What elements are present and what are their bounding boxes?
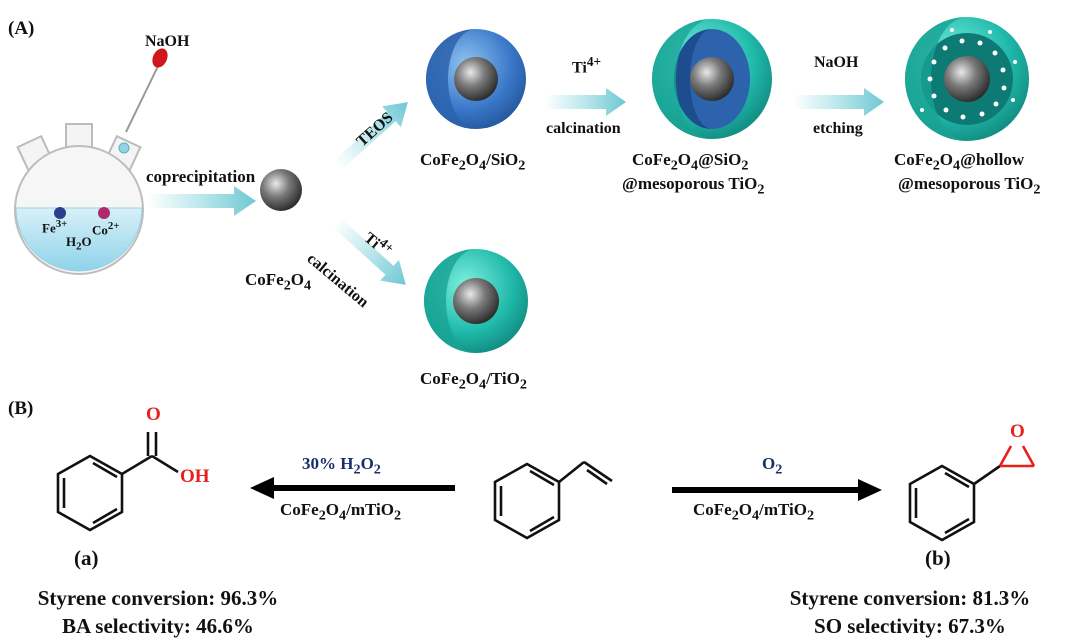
styrene-oxide-structure <box>908 445 1036 542</box>
arrow-step2 <box>545 88 626 116</box>
coprecipitation-label: coprecipitation <box>146 167 256 186</box>
meso-product-formula-line2: @mesoporous TiO2 <box>622 174 765 198</box>
core-particle <box>260 169 302 211</box>
epoxide-o-label: O <box>1010 421 1025 442</box>
fe-ion-label: Fe3+ <box>42 218 68 236</box>
right-oxidant-label: O2 <box>762 454 783 478</box>
hollow-product-formula: CoFe2O4@hollow <box>894 150 1025 174</box>
product-a-selectivity: BA selectivity: 46.6% <box>62 614 254 638</box>
sio2-particle <box>426 29 526 129</box>
product-b-tag: (b) <box>925 546 951 570</box>
hydroxyl-label: OH <box>180 466 210 487</box>
hollow-particle <box>905 17 1029 141</box>
arrow-coprecipitation <box>148 186 256 216</box>
hollow-product-formula-line2: @mesoporous TiO2 <box>898 174 1041 198</box>
step2-calcination-label: calcination <box>546 120 621 137</box>
meso-tio2-particle <box>652 19 772 139</box>
panel-a-label: (A) <box>8 18 35 39</box>
dropper-icon <box>125 48 168 133</box>
right-catalyst-label: CoFe2O4/mTiO2 <box>693 500 815 524</box>
arrow-to-benzoic-acid <box>250 477 455 499</box>
sio2-product-formula: CoFe2O4/SiO2 <box>420 150 526 174</box>
product-b-selectivity: SO selectivity: 67.3% <box>814 614 1006 638</box>
styrene-structure <box>493 460 613 540</box>
left-catalyst-label: CoFe2O4/mTiO2 <box>280 500 402 524</box>
tio2-product-formula: CoFe2O4/TiO2 <box>420 369 527 393</box>
flask-reagent-label: NaOH <box>145 33 190 50</box>
product-b-conversion: Styrene conversion: 81.3% <box>789 586 1031 610</box>
tio2-particle <box>424 249 528 353</box>
reaction-flask <box>14 123 144 275</box>
panel-b-label: (B) <box>8 398 34 419</box>
core-formula: CoFe2O4 <box>245 270 312 294</box>
arrow-to-styrene-oxide <box>672 479 882 501</box>
product-a-conversion: Styrene conversion: 96.3% <box>37 586 279 610</box>
arrow-step3 <box>793 88 884 116</box>
benzoic-acid-structure <box>56 432 179 532</box>
product-a-tag: (a) <box>74 546 99 570</box>
step3-naoh-label: NaOH <box>814 54 859 71</box>
co-ion-label: Co2+ <box>92 220 120 238</box>
left-oxidant-label: 30% H2O2 <box>302 454 381 478</box>
step2-ti-label: Ti4+ <box>572 54 602 77</box>
water-label: H2O <box>66 234 92 253</box>
step3-etching-label: etching <box>813 120 863 137</box>
meso-product-formula: CoFe2O4@SiO2 <box>632 150 749 174</box>
arrow-teos <box>333 102 408 170</box>
arrow-ti-lower <box>331 217 406 285</box>
carbonyl-o-label: O <box>146 404 161 425</box>
